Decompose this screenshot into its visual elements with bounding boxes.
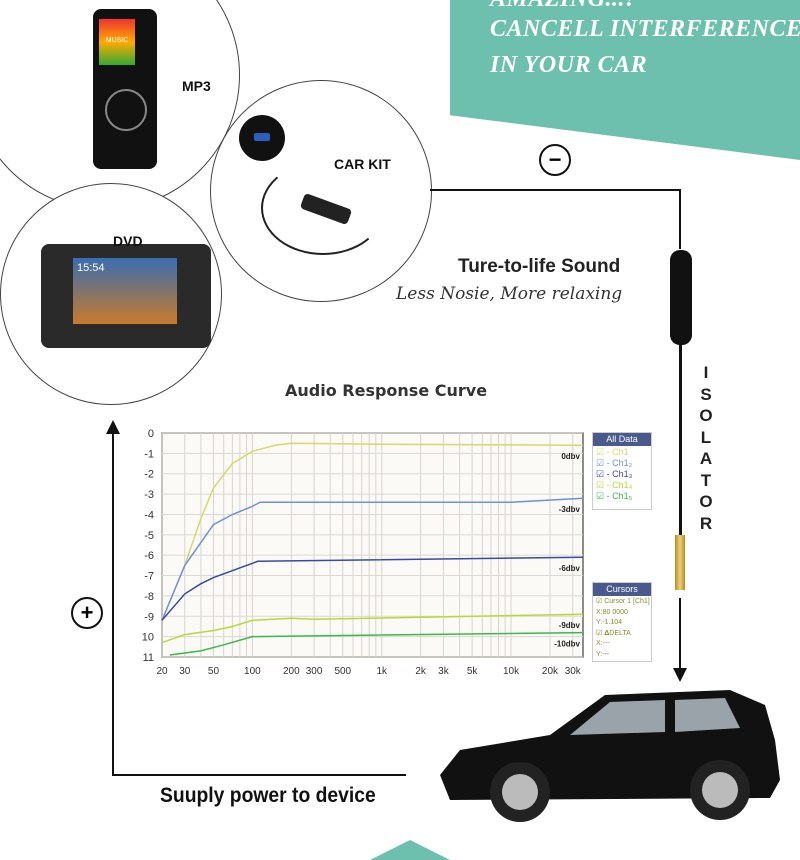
chart-title: Audio Response Curve <box>285 381 488 400</box>
isolator-letter: I <box>703 363 709 382</box>
series-label: -9dbv <box>559 621 581 630</box>
series-label: -6dbv <box>559 564 581 573</box>
cursors-panel: Cursors ☑ Cursor 1 [Ch1] X:80 0000 Y:-1.… <box>592 582 652 662</box>
connector-line-down <box>679 189 681 249</box>
arrow-up-icon <box>106 420 120 434</box>
supply-power-label: Suuply power to device <box>160 784 376 807</box>
mp3-player-image: MUSIC <box>93 9 157 169</box>
cursor-x: X:80 0000 <box>596 608 628 616</box>
series-label: -10dbv <box>554 640 580 649</box>
series-line-Ch1₃ <box>161 556 584 621</box>
series-line-Ch1₅ <box>169 631 584 656</box>
mp3-wheel <box>105 89 147 131</box>
cursor-1-label: Cursor 1 [Ch1] <box>604 598 650 605</box>
isolator-cable <box>679 345 682 535</box>
mp3-circle: MUSIC <box>0 0 240 210</box>
isolator-body-image <box>670 250 692 345</box>
y-tick-label: 0 <box>148 428 154 440</box>
banner-line-1: CANCELL INTERFERENCE <box>490 16 800 42</box>
tagline-title: Ture-to-life Sound <box>458 256 621 277</box>
minus-icon: − <box>539 144 571 176</box>
x-tick-label: 200 <box>283 666 300 677</box>
delta-y: Y:--- <box>596 650 610 658</box>
legend-item[interactable]: ☑ - Ch1₅ <box>596 491 633 501</box>
y-tick-label: -2 <box>144 469 154 481</box>
arrow-down-line <box>679 598 681 670</box>
car-kit-cable <box>261 161 385 255</box>
x-tick-label: 2k <box>415 666 427 677</box>
dvd-screen: 15:54 <box>73 258 177 324</box>
y-tick-label: -4 <box>144 509 154 521</box>
car-kit-label: CAR KIT <box>334 156 391 172</box>
cursor-1-line[interactable]: ☑ Cursor 1 [Ch1] <box>596 598 650 605</box>
x-tick-label: 30k <box>565 666 582 677</box>
x-tick-label: 10k <box>503 666 520 677</box>
y-tick-label: -3 <box>144 489 154 501</box>
legend-item[interactable]: ☑ - Ch1₄ <box>596 480 633 490</box>
series-line-Ch1₄ <box>161 613 584 644</box>
plot-area <box>161 432 584 658</box>
legend-header: All Data <box>593 433 651 446</box>
legend-item[interactable]: ☑ - Ch1₂ <box>596 458 633 468</box>
isolator-letter: T <box>700 470 712 490</box>
x-tick-label: 300 <box>306 666 323 677</box>
connector-line-top <box>430 189 681 191</box>
isolator-letter: A <box>699 449 713 468</box>
isolator-letter: L <box>700 427 712 447</box>
series-line-Ch1 <box>184 442 584 566</box>
y-tick-label: -8 <box>144 591 154 603</box>
power-line-horizontal <box>112 774 406 776</box>
delta-label: DELTA <box>609 629 631 637</box>
arrow-down-icon <box>673 668 687 682</box>
mp3-label: MP3 <box>182 78 211 94</box>
car-kit-device-image <box>239 115 285 161</box>
x-tick-label: 100 <box>244 666 261 677</box>
mp3-screen: MUSIC <box>99 19 135 65</box>
isolator-letter: O <box>699 406 713 425</box>
dvd-unit-image: 15:54 <box>41 244 211 348</box>
banner-line-0: AMAZING...! <box>490 0 635 12</box>
x-tick-label: 20k <box>542 666 559 677</box>
y-tick-label: -1 <box>144 448 154 460</box>
car-kit-circle <box>210 80 432 302</box>
legend-panel: All Data ☑ - Ch1☑ - Ch1₂☑ - Ch1₃☑ - Ch1₄… <box>592 432 652 510</box>
series-label: 0dbv <box>561 452 580 461</box>
car-kit-led <box>254 133 270 141</box>
legend-item[interactable]: ☑ - Ch1₃ <box>596 469 633 479</box>
isolator-letter: S <box>700 384 712 404</box>
audio-jack-image <box>675 535 685 590</box>
x-tick-label: 50 <box>208 666 220 677</box>
delta-x: X:--- <box>596 640 610 647</box>
y-tick-label: -6 <box>144 550 154 562</box>
y-tick-label: -5 <box>144 530 154 542</box>
series-label: -3dbv <box>559 505 581 514</box>
power-line-vertical <box>112 432 114 776</box>
y-tick-label: 10 <box>142 632 154 644</box>
y-tick-label: -9 <box>144 611 154 623</box>
plus-icon: + <box>71 597 103 629</box>
tagline-subtitle: Less Nosie, More relaxing <box>396 284 623 304</box>
x-tick-label: 5k <box>467 666 479 677</box>
x-tick-label: 1k <box>376 666 388 677</box>
dvd-label: DVD <box>113 233 143 249</box>
bottom-teal-marker <box>370 840 450 860</box>
isolator-letter: O <box>699 492 713 511</box>
y-tick-label: 11 <box>143 652 154 664</box>
x-tick-label: 20 <box>156 666 168 677</box>
series-line-Ch1₂ <box>161 497 584 621</box>
isolator-letter: R <box>699 513 713 533</box>
cursor-y: Y:-1.104 <box>596 619 623 626</box>
x-tick-label: 3k <box>438 666 450 677</box>
dvd-circle: 15:54 <box>0 183 222 405</box>
isolator-label: I S O L A T O R <box>698 362 714 534</box>
cursors-header: Cursors <box>593 583 651 596</box>
car-image <box>440 690 780 822</box>
legend-item[interactable]: ☑ - Ch1 <box>596 447 629 457</box>
x-tick-label: 500 <box>334 666 351 677</box>
y-tick-label: -7 <box>144 571 154 583</box>
delta-line[interactable]: ☑ ΔDELTA <box>596 629 631 637</box>
x-tick-label: 30 <box>179 666 191 677</box>
banner-line-2: IN YOUR CAR <box>490 52 648 78</box>
